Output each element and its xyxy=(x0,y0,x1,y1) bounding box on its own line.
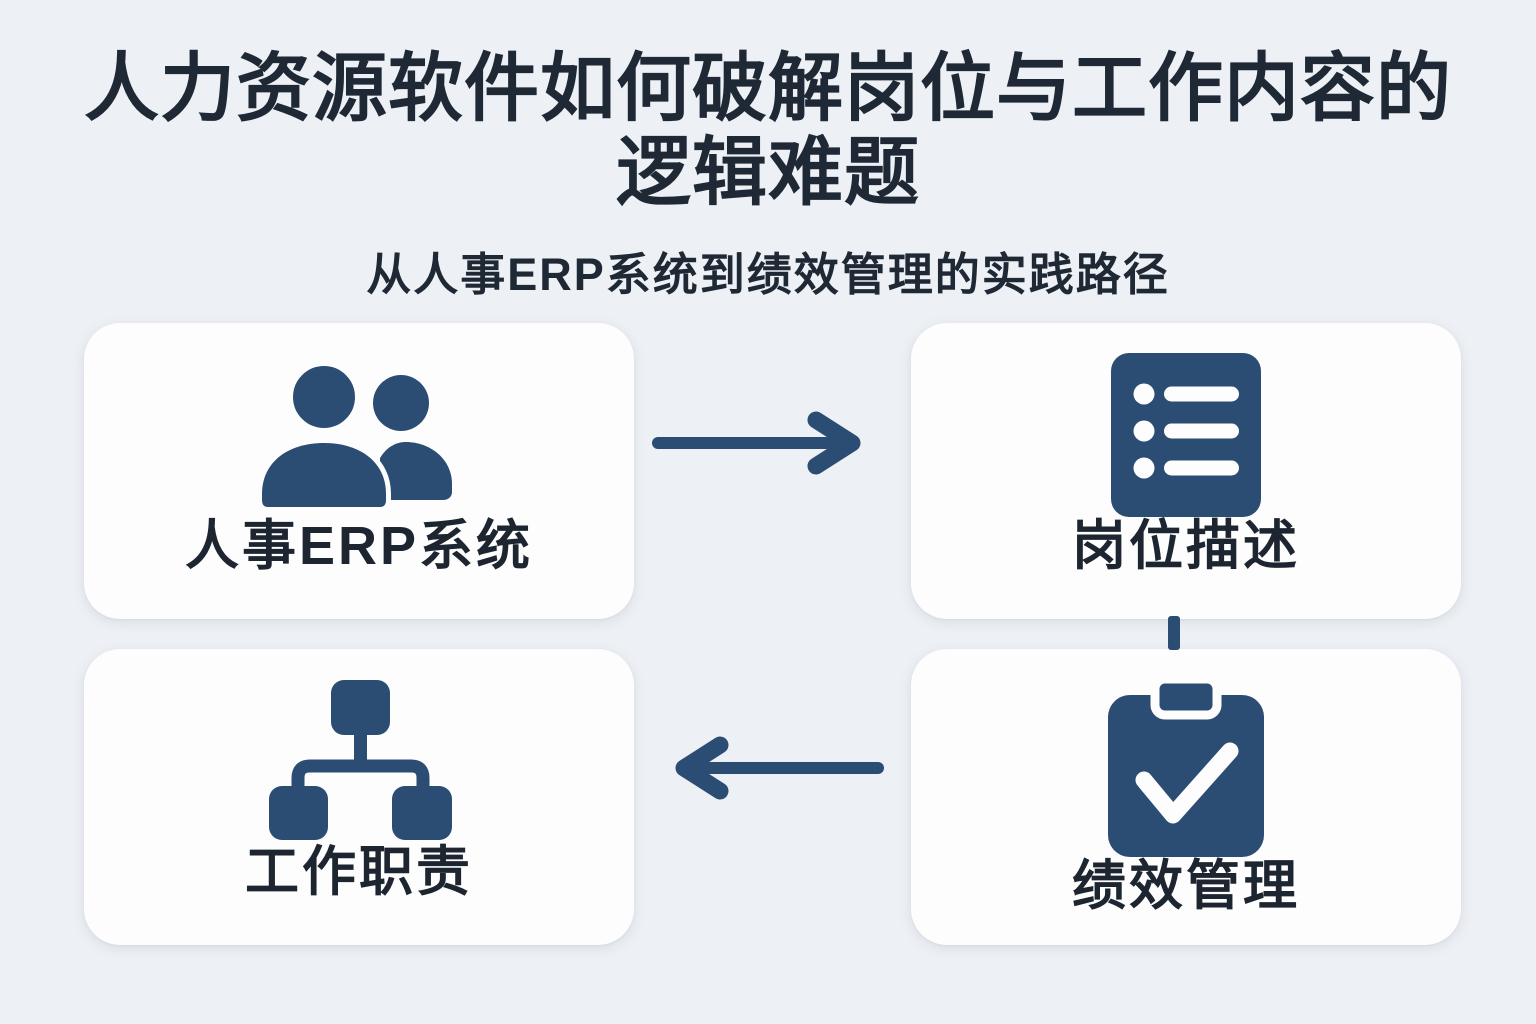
page-subtitle: 从人事ERP系统到绩效管理的实践路径 xyxy=(366,249,1170,300)
node-label-erp-system: 人事ERP系统 xyxy=(184,516,534,576)
node-label-performance: 绩效管理 xyxy=(1072,856,1300,916)
people-icon xyxy=(260,323,458,517)
page-title: 人力资源软件如何破解岗位与工作内容的 逻辑难题 xyxy=(0,46,1536,214)
node-card-responsibilities: 工作职责 xyxy=(84,649,634,945)
node-card-erp-system: 人事ERP系统 xyxy=(84,323,634,619)
arrow-left-icon xyxy=(675,736,884,800)
page-title-line2: 逻辑难题 xyxy=(615,130,920,214)
node-label-job-description: 岗位描述 xyxy=(1072,516,1300,576)
page-title-line1: 人力资源软件如何破解岗位与工作内容的 xyxy=(83,46,1452,130)
list-icon xyxy=(1111,323,1261,517)
vertical-connector-line xyxy=(1168,616,1180,650)
node-card-job-description: 岗位描述 xyxy=(911,323,1461,619)
node-card-performance: 绩效管理 xyxy=(911,649,1461,945)
org-chart-icon xyxy=(264,649,454,843)
node-label-responsibilities: 工作职责 xyxy=(245,842,473,902)
arrow-right-icon xyxy=(652,411,861,475)
clipboard-check-icon xyxy=(1108,649,1264,857)
